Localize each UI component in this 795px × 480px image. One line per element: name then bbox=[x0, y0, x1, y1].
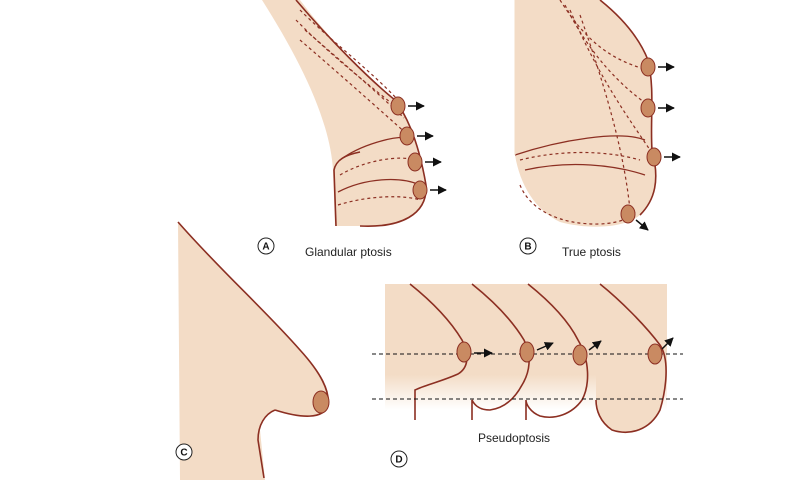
panel-b-nipple-1 bbox=[640, 57, 656, 77]
panel-a-badge bbox=[257, 237, 275, 255]
panel-d-nipple-3 bbox=[572, 344, 588, 366]
panel-a-glandular-ptosis: A Glandular ptosis bbox=[257, 0, 447, 259]
panel-d-letter: D bbox=[395, 455, 402, 466]
panel-d-pseudoptosis: Pseudoptosis D bbox=[372, 283, 683, 468]
panel-c-badge bbox=[175, 443, 193, 461]
panel-a-nipple-2 bbox=[399, 126, 415, 146]
panel-a-torso bbox=[262, 0, 427, 227]
panel-b-nipple-4 bbox=[620, 204, 636, 224]
panel-a-nipple-1 bbox=[390, 96, 406, 116]
panel-c-normal-breast: C bbox=[175, 221, 330, 480]
panel-d-nipple-2 bbox=[519, 341, 535, 363]
panel-c-torso bbox=[178, 222, 329, 480]
panel-d-nipple-4 bbox=[647, 343, 663, 365]
panel-b-nipple-2 bbox=[640, 98, 656, 118]
panel-b-arrow-4 bbox=[635, 219, 649, 231]
panel-a-caption: Glandular ptosis bbox=[305, 245, 392, 259]
panel-b-badge bbox=[519, 237, 537, 255]
panel-d-arrow-3 bbox=[588, 340, 602, 351]
panel-b-letter: B bbox=[524, 242, 531, 253]
panel-b-torso bbox=[515, 0, 656, 227]
panel-b-caption: True ptosis bbox=[562, 245, 621, 259]
panel-b-nipple-3 bbox=[646, 147, 662, 167]
panel-a-nipple-3 bbox=[407, 152, 423, 172]
panel-a-letter: A bbox=[262, 242, 269, 253]
panel-d-badge bbox=[390, 450, 408, 468]
panel-d-nipple-1 bbox=[456, 341, 472, 363]
panel-b-true-ptosis: B True ptosis bbox=[514, 0, 681, 259]
panel-a-nipple-4 bbox=[412, 180, 428, 200]
panel-d-breast-4-fill bbox=[596, 284, 667, 433]
panel-c-nipple bbox=[312, 390, 330, 414]
panel-d-caption: Pseudoptosis bbox=[478, 431, 550, 445]
panel-d-arrow-4 bbox=[661, 337, 674, 350]
panel-d-arrow-2 bbox=[536, 342, 554, 351]
panel-c-letter: C bbox=[180, 448, 187, 459]
